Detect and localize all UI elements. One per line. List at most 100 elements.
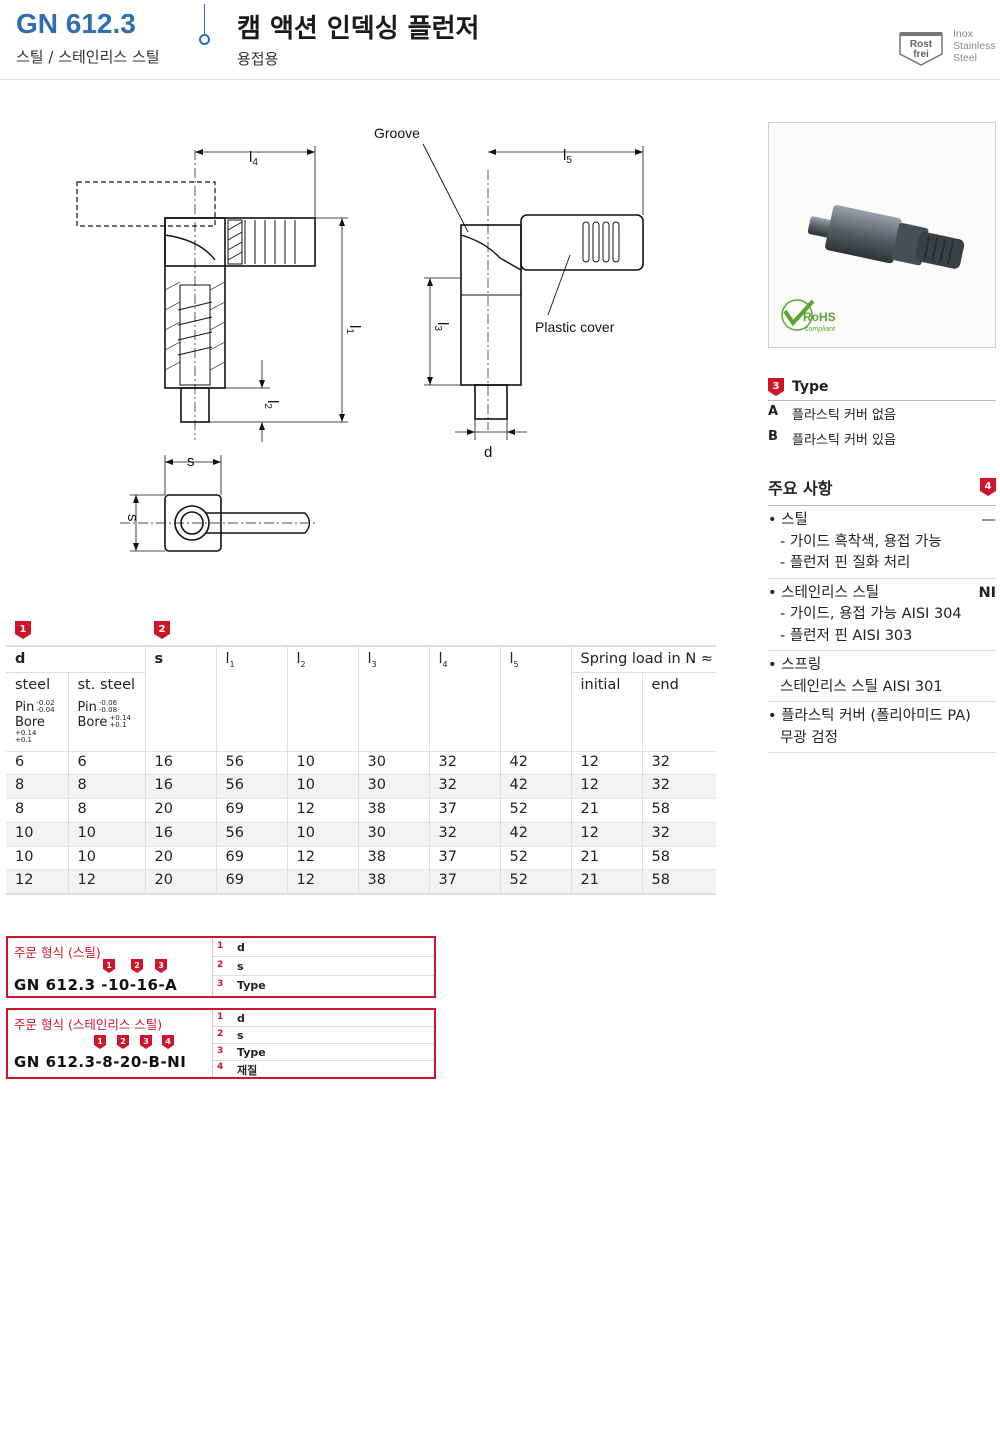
svg-text:2: 2 [159, 624, 166, 635]
order-code: GN 612.3-8-20-B-NI [14, 1053, 187, 1071]
header-l4: l4 [428, 645, 500, 751]
plunger-photo-icon: RoHS compliant [781, 205, 965, 333]
dimension-table: 1 2 d s l1 l2 l3 l4 l5 Spring load in N … [6, 620, 716, 895]
cam-handle [164, 217, 316, 267]
inox-word: Inox [953, 28, 973, 40]
table-cell: 12 [286, 869, 358, 895]
header-steel: steel [6, 671, 68, 700]
table-cell: 21 [570, 845, 642, 870]
header-initial: initial [570, 671, 642, 751]
svg-text:1: 1 [20, 624, 27, 635]
table-cell: 32 [641, 821, 716, 847]
rohs-sub: compliant [805, 326, 836, 333]
marker-1-icon: 1 [15, 621, 31, 639]
table-cell: 12 [67, 869, 145, 895]
features-title: 주요 사항 [768, 479, 833, 498]
product-photo: RoHS compliant [768, 122, 996, 348]
svg-text:4: 4 [165, 1037, 171, 1046]
table-cell: 42 [499, 821, 571, 847]
header-l2: l2 [286, 645, 358, 751]
table-cell: 38 [357, 845, 429, 870]
steel-word: Steel [953, 52, 977, 64]
table-cell: 56 [215, 750, 287, 775]
table-cell: 56 [215, 774, 287, 799]
feature-plastic-cover: • 플라스틱 커버 (폴리아미드 PA) 무광 검정 [768, 702, 996, 753]
table-cell: 37 [428, 798, 500, 823]
svg-text:3: 3 [773, 381, 780, 392]
table-cell: 16 [144, 821, 216, 847]
feature-steel: • 스틸— - 가이드 흑착색, 용접 가능 - 플런저 핀 질화 처리 [768, 506, 996, 579]
header-d: d [6, 645, 145, 672]
order-code: GN 612.3 -10-16-A [14, 976, 178, 994]
table-cell: 20 [144, 845, 216, 870]
table-cell: 8 [6, 774, 68, 799]
header-divider [204, 4, 205, 38]
table-cell: 32 [641, 774, 716, 799]
plastic-cover-label: Plastic cover [535, 319, 615, 335]
groove-label: Groove [374, 125, 420, 141]
dim-l3: l3 [432, 322, 451, 331]
feature-code: NI [978, 584, 996, 601]
table-cell: 8 [6, 798, 68, 823]
dim-s-horizontal: s [187, 453, 195, 470]
svg-text:2: 2 [120, 1037, 126, 1046]
svg-text:4: 4 [985, 481, 992, 492]
table-cell: 8 [67, 798, 145, 823]
svg-text:2: 2 [134, 961, 140, 970]
table-cell: 10 [286, 774, 358, 799]
table-cell: 12 [6, 869, 68, 895]
page-title: 캠 액션 인덱싱 플런저 [237, 14, 480, 44]
feature-label: • 스테인리스 스틸 [768, 584, 880, 601]
table-cell: 38 [357, 798, 429, 823]
type-row-b: B 플라스틱 커버 있음 [768, 426, 996, 451]
table-cell: 58 [641, 869, 716, 895]
table-cell: 6 [6, 750, 68, 775]
badge-text-2: frei [913, 49, 929, 60]
table-cell: 52 [499, 845, 571, 870]
table-cell: 12 [570, 821, 642, 847]
table-cell: 10 [67, 821, 145, 847]
feature-sub: 스테인리스 스틸 AISI 301 [780, 678, 943, 695]
table-cell: 30 [357, 774, 429, 799]
order-markers-icon: 1 2 3 4 [94, 1035, 174, 1049]
feature-sub: - 플런저 핀 AISI 303 [780, 627, 913, 644]
table-cell: 69 [215, 798, 287, 823]
feature-label: • 플라스틱 커버 (폴리아미드 PA) [768, 708, 971, 724]
type-key: A [768, 404, 779, 419]
order-title: 주문 형식 (스틸) [14, 945, 101, 960]
header-st-steel-tol: Pin-0.06-0.08 Bore+0.14+0.1 [67, 700, 145, 751]
table-cell: 37 [428, 869, 500, 895]
order-example-stainless: 주문 형식 (스테인리스 스틸) 1 2 3 4 GN 612.3-8-20-B… [6, 1008, 436, 1079]
marker-4-icon: 4 [980, 478, 996, 496]
table-cell: 58 [641, 798, 716, 823]
table-cell: 8 [67, 774, 145, 799]
table-cell: 32 [428, 750, 500, 775]
svg-text:3: 3 [143, 1037, 149, 1046]
table-cell: 30 [357, 821, 429, 847]
table-cell: 12 [286, 845, 358, 870]
order-markers-icon: 1 2 3 [103, 959, 167, 973]
type-row-a: A 플라스틱 커버 없음 [768, 401, 996, 426]
table-cell: 16 [144, 774, 216, 799]
inox-label: Inox Stainless Steel [953, 28, 996, 64]
order-title: 주문 형식 (스테인리스 스틸) [14, 1017, 163, 1032]
page-subtitle: 용접용 [237, 50, 279, 68]
plastic-cover [520, 214, 644, 271]
table-cell: 20 [144, 798, 216, 823]
feature-label: • 스틸 [768, 512, 808, 528]
header: GN 612.3 스틸 / 스테인리스 스틸 캠 액션 인덱싱 플런저 용접용 … [0, 0, 1000, 80]
table-cell: 30 [357, 750, 429, 775]
handle-dashed [76, 181, 216, 227]
header-s: s [144, 645, 216, 751]
svg-text:1: 1 [97, 1037, 103, 1046]
header-l1: l1 [215, 645, 287, 751]
type-key: B [768, 429, 778, 444]
